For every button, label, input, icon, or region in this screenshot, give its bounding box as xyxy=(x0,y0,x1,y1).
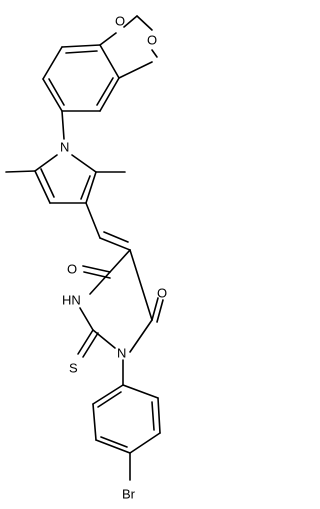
molecule-canvas: O O N O O HN N S Br xyxy=(5,14,167,502)
bond xyxy=(92,403,97,441)
bond xyxy=(129,249,153,321)
bond xyxy=(109,249,131,273)
bond xyxy=(34,154,58,172)
bond xyxy=(156,299,164,323)
bond xyxy=(100,436,128,448)
bond xyxy=(99,77,120,112)
bond xyxy=(92,384,124,405)
bond xyxy=(40,168,55,198)
bond xyxy=(136,15,153,31)
bond xyxy=(34,170,51,204)
bond xyxy=(42,46,63,80)
bond xyxy=(82,265,111,273)
bond xyxy=(129,319,153,353)
bond xyxy=(65,50,98,54)
bond xyxy=(103,231,129,243)
bond xyxy=(42,78,63,112)
bond xyxy=(151,49,158,58)
bond xyxy=(83,271,111,279)
bond xyxy=(61,110,65,140)
pyrrole-group xyxy=(5,154,126,204)
atom-label-oxygen: O xyxy=(157,286,167,301)
atom-label-nitrogen: N xyxy=(117,346,126,361)
atom-label-oxygen: O xyxy=(147,33,157,48)
bond xyxy=(99,237,131,251)
bond xyxy=(61,44,101,48)
bond xyxy=(5,170,36,173)
bond xyxy=(99,32,117,46)
bond xyxy=(123,15,138,28)
bond xyxy=(151,297,159,321)
bond xyxy=(89,271,111,295)
atom-label-bromine: Br xyxy=(122,487,136,502)
atom-label-sulfur: S xyxy=(69,361,78,376)
bond xyxy=(77,329,94,355)
bond xyxy=(95,439,131,454)
bond xyxy=(122,384,159,399)
bond xyxy=(85,202,101,239)
bond xyxy=(99,44,120,79)
bond xyxy=(79,307,94,331)
bond xyxy=(97,391,122,408)
atom-label-nh: HN xyxy=(62,293,81,308)
molecule-structure: O O N O O HN N S Br xyxy=(5,14,167,502)
pyrimidine-ring xyxy=(79,249,153,353)
bond xyxy=(48,78,65,106)
bond xyxy=(118,61,153,79)
atom-label-nitrogen: N xyxy=(60,140,69,155)
bond xyxy=(151,401,155,431)
atom-label-oxygen: O xyxy=(67,262,77,277)
bromophenyl-group xyxy=(92,384,161,481)
atom-label-oxygen: O xyxy=(115,14,125,29)
bond xyxy=(129,432,161,454)
bond xyxy=(80,175,91,200)
bond xyxy=(96,77,114,106)
bond xyxy=(71,154,97,173)
bond xyxy=(157,397,161,434)
benzodioxole-group xyxy=(42,15,158,112)
bond xyxy=(92,329,116,349)
bond xyxy=(82,332,99,358)
bond xyxy=(85,171,97,204)
